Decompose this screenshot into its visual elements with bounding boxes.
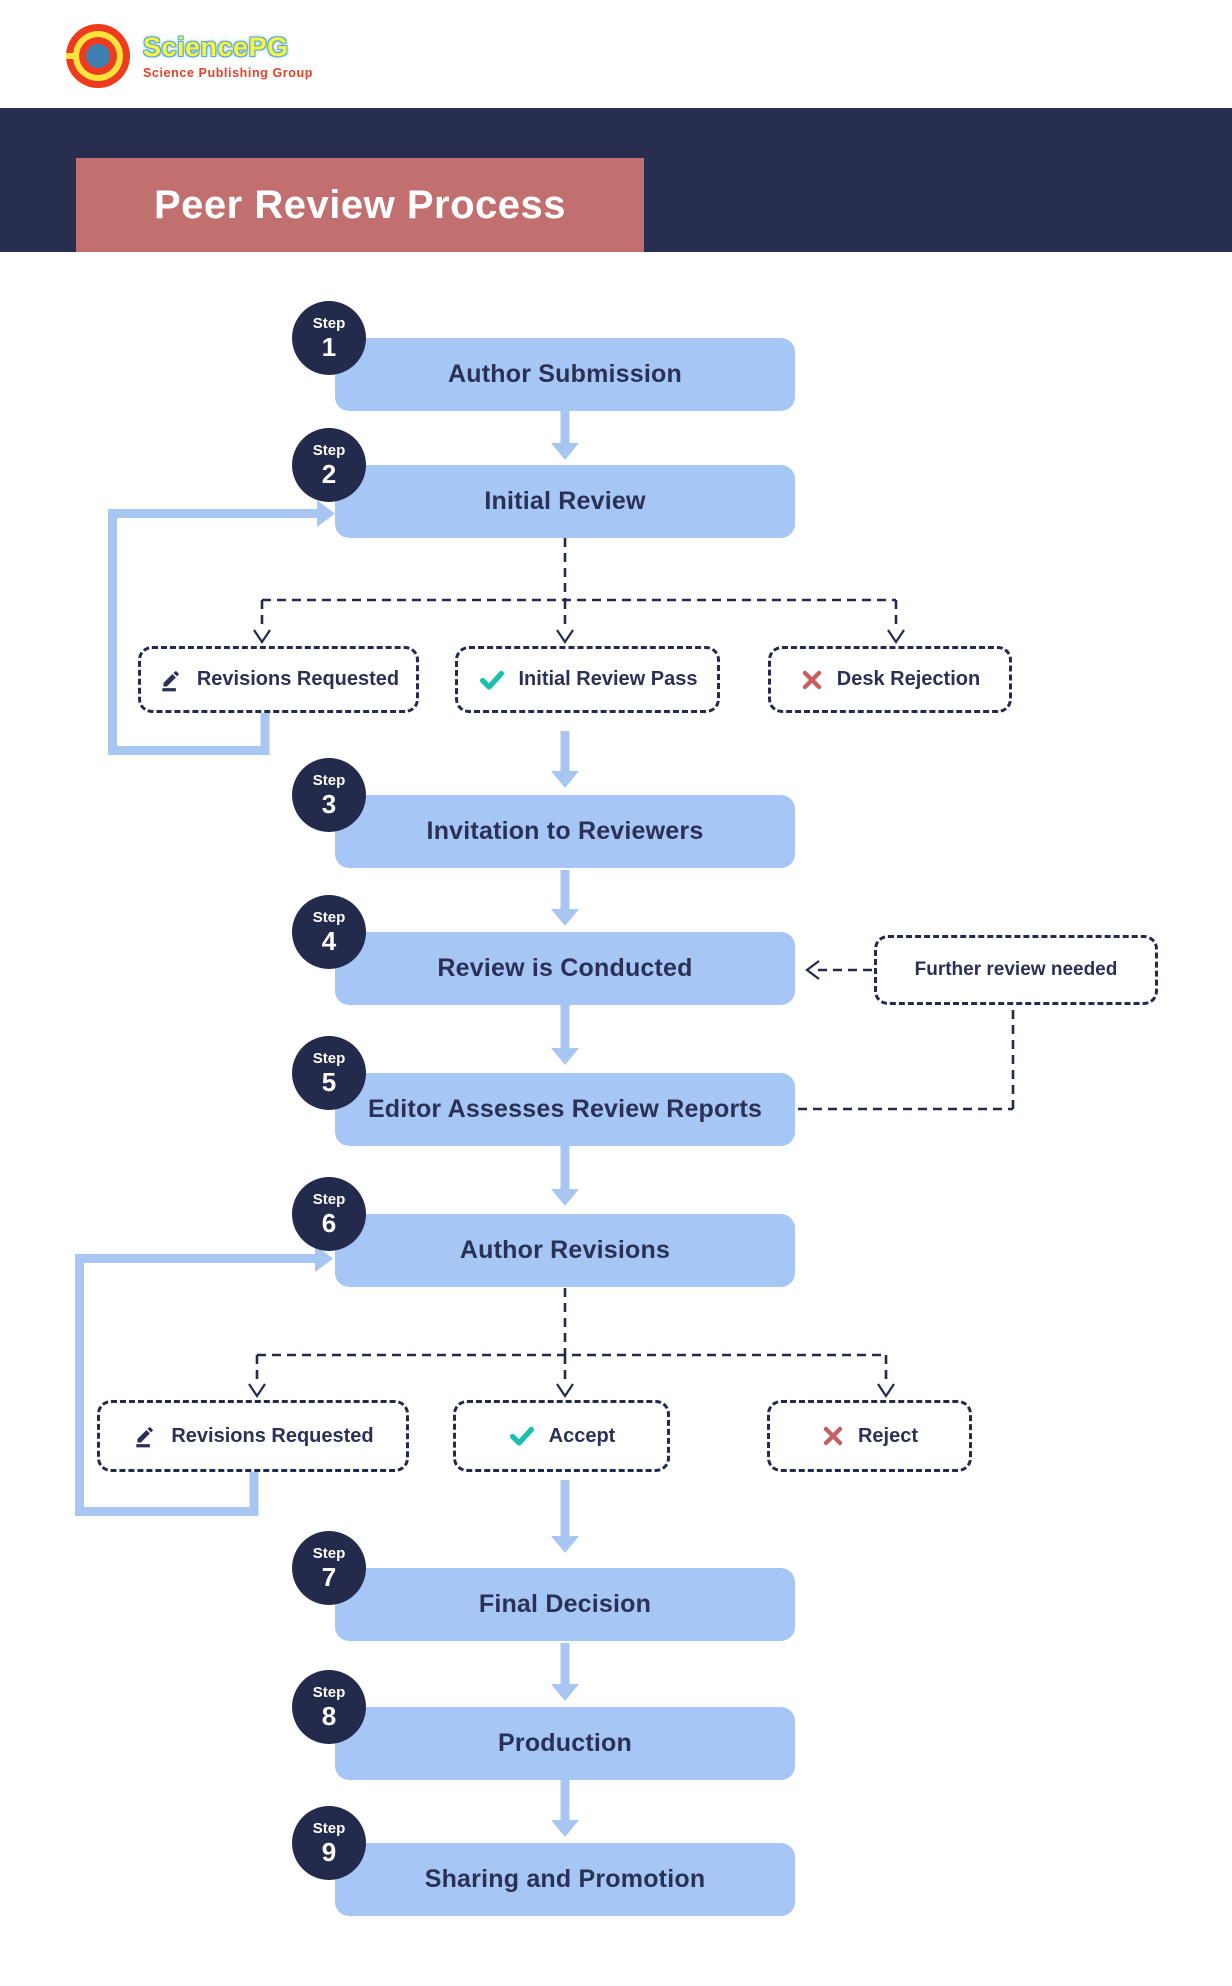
step-9-badge: Step 9: [292, 1806, 366, 1880]
step-1-badge: Step 1: [292, 301, 366, 375]
outcome-revisions-requested-2: Revisions Requested: [97, 1400, 409, 1472]
step-3-number: 3: [321, 789, 337, 819]
step-4-number: 4: [321, 926, 337, 956]
step-5-word: Step: [312, 1050, 346, 1067]
step-2-badge: Step 2: [292, 428, 366, 502]
further-review-callout: Further review needed: [874, 935, 1158, 1005]
logo-center-dot: [86, 44, 110, 68]
step-5-box: Editor Assesses Review Reports: [335, 1073, 795, 1146]
step-7-box: Final Decision: [335, 1568, 795, 1641]
step-3-badge: Step 3: [292, 758, 366, 832]
step-7-number: 7: [321, 1562, 337, 1592]
outcome-revisions-requested-1: Revisions Requested: [138, 646, 419, 713]
step-6-number: 6: [321, 1208, 337, 1238]
logo-stripe: [66, 53, 84, 59]
step-3-word: Step: [312, 772, 346, 789]
branch-tree-decision-arrowheads: [248, 1383, 895, 1398]
page-title: Peer Review Process: [154, 182, 566, 227]
page-header: SciencePG Science Publishing Group: [0, 0, 1232, 108]
step-8-badge: Step 8: [292, 1670, 366, 1744]
pencil-icon: [162, 670, 179, 691]
solid-arrows: [551, 411, 579, 1837]
revision-loop-initial: [108, 500, 335, 755]
outcome-label: Accept: [548, 1424, 616, 1447]
outcome-label: Initial Review Pass: [518, 668, 698, 690]
branch-tree-decision: [255, 1288, 888, 1383]
step-9-box: Sharing and Promotion: [335, 1843, 795, 1916]
step-6-box: Author Revisions: [335, 1214, 795, 1287]
outcome-label: Reject: [857, 1424, 919, 1447]
branch-tree-initial: [260, 538, 898, 629]
step-4-word: Step: [312, 909, 346, 926]
step-2-number: 2: [321, 459, 337, 489]
step-3-box: Invitation to Reviewers: [335, 795, 795, 868]
x-icon: [823, 1426, 843, 1446]
step-6-badge: Step 6: [292, 1177, 366, 1251]
revision-loop-decision: [75, 1245, 333, 1516]
step-5-badge: Step 5: [292, 1036, 366, 1110]
check-icon: [479, 670, 504, 690]
outcome-initial-review-pass: Initial Review Pass: [455, 646, 720, 713]
step-8-number: 8: [321, 1701, 337, 1731]
outcome-reject: Reject: [767, 1400, 972, 1472]
outcome-accept: Accept: [453, 1400, 670, 1472]
outcome-label: Revisions Requested: [171, 1424, 374, 1447]
check-icon: [509, 1426, 534, 1446]
outcome-desk-rejection: Desk Rejection: [768, 646, 1012, 713]
step-4-badge: Step 4: [292, 895, 366, 969]
outcome-label: Desk Rejection: [836, 668, 981, 690]
x-icon: [802, 670, 821, 689]
brand-name: SciencePG: [143, 32, 289, 62]
step-8-word: Step: [312, 1684, 346, 1701]
title-banner: Peer Review Process: [76, 158, 644, 252]
step-9-number: 9: [321, 1837, 337, 1867]
brand-tagline: Science Publishing Group: [143, 66, 313, 80]
step-4-box: Review is Conducted: [335, 932, 795, 1005]
branch-tree-initial-arrowheads: [253, 629, 905, 644]
sciencepg-logo-icon: [66, 24, 130, 88]
step-1-word: Step: [312, 315, 346, 332]
further-review-arrowhead: [805, 960, 820, 980]
further-review-wire: [798, 968, 1015, 1111]
step-2-box: Initial Review: [335, 465, 795, 538]
step-8-box: Production: [335, 1707, 795, 1780]
step-2-word: Step: [312, 442, 346, 459]
step-5-number: 5: [321, 1067, 337, 1097]
step-6-word: Step: [312, 1191, 346, 1208]
step-1-number: 1: [321, 332, 337, 362]
step-7-badge: Step 7: [292, 1531, 366, 1605]
step-1-box: Author Submission: [335, 338, 795, 411]
step-7-word: Step: [312, 1545, 346, 1562]
outcome-label: Revisions Requested: [196, 668, 400, 690]
pencil-icon: [136, 1427, 154, 1448]
step-9-word: Step: [312, 1820, 346, 1837]
